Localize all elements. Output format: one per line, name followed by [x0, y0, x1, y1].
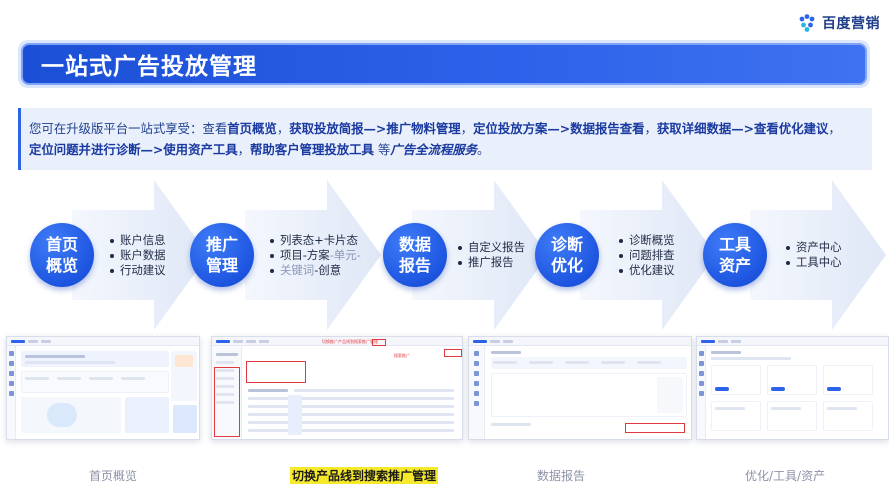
highlight-box	[372, 339, 386, 346]
flow-arrow	[72, 180, 208, 330]
flow-arrow	[245, 180, 381, 330]
baidu-marketing-logo: 百度营销	[797, 12, 880, 34]
screenshot-home-overview	[6, 336, 200, 440]
step-tools-assets: 工具 资产	[703, 223, 767, 287]
caption-switch-product-line: 切换产品线到搜索推广管理	[290, 467, 439, 484]
brand-name: 百度营销	[822, 16, 880, 32]
caption-home-overview: 首页概览	[89, 469, 138, 483]
step-tools-bullets: 资产中心 工具中心	[784, 180, 842, 330]
step-data-report: 数据 报告	[383, 223, 447, 287]
screenshot-gallery: 切换推广产品线到搜索推广管理 搜索推广	[0, 336, 889, 446]
screenshot-data-report	[468, 336, 692, 440]
step-home-bullets: 账户信息 账户数据 行动建议	[108, 180, 166, 330]
highlight-box	[214, 367, 240, 437]
baidu-paw-icon	[799, 14, 815, 32]
screenshot-optimization-tools	[696, 336, 889, 440]
step-promotion-management: 推广 管理	[190, 223, 254, 287]
step-report-bullets: 自定义报告 推广报告	[456, 180, 525, 330]
process-flow: 首页 概览 账户信息 账户数据 行动建议 推广 管理 列表态+卡片态 项目-方案…	[0, 180, 889, 330]
flow-arrow	[580, 180, 716, 330]
description-panel: 您可在升级版平台一站式享受：查看首页概览，获取投放简报—>推广物料管理，定位投放…	[18, 108, 872, 170]
step-diagnosis-bullets: 诊断概览 问题排查 优化建议	[617, 180, 675, 330]
annotation-note: 搜索推广	[394, 353, 410, 358]
step-diagnosis-optimization: 诊断 优化	[535, 223, 599, 287]
caption-optimization-tools: 优化/工具/资产	[745, 469, 826, 483]
screenshot-promotion-management: 切换推广产品线到搜索推广管理 搜索推广	[211, 336, 463, 440]
highlight-box	[444, 349, 462, 357]
flow-arrow	[412, 180, 548, 330]
step-home-overview: 首页 概览	[30, 223, 94, 287]
page-title: 一站式广告投放管理	[41, 54, 257, 80]
step-promotion-bullets: 列表态+卡片态 项目-方案-单元- 关键词-创意	[268, 180, 361, 330]
highlight-box	[625, 423, 685, 433]
flow-arrow	[750, 180, 886, 330]
annotation-note: 切换推广产品线到搜索推广管理	[322, 339, 378, 344]
title-banner: 一站式广告投放管理	[18, 40, 870, 88]
caption-data-report: 数据报告	[537, 469, 586, 483]
highlight-box	[246, 361, 306, 383]
